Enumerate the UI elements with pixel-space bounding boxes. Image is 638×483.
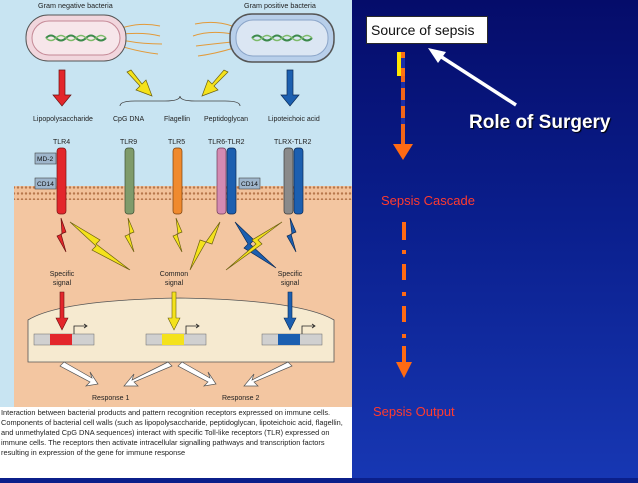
role-of-surgery-label: Role of Surgery bbox=[469, 112, 611, 133]
tlrx-receptor bbox=[283, 147, 294, 215]
signal-specific-left-1: Specific bbox=[50, 271, 75, 278]
ligand-label-peptidoglycan: Peptidoglycan bbox=[204, 116, 248, 123]
md2-box bbox=[34, 152, 57, 165]
signal-bolts bbox=[56, 217, 297, 271]
yellow-arrow-left bbox=[126, 69, 153, 97]
arrow-into-nucleus-yellow bbox=[167, 291, 181, 331]
response-arrows bbox=[59, 361, 293, 387]
arrow-into-nucleus-blue bbox=[283, 291, 297, 331]
sepsis-flow-arrow-upper bbox=[393, 52, 413, 160]
gram-positive-label: Gram positive bacteria bbox=[244, 1, 316, 10]
arrow-into-nucleus-red bbox=[55, 291, 69, 331]
signal-specific-right-2: signal bbox=[281, 280, 300, 287]
signal-labels: Specific signal Common signal Specific s… bbox=[50, 271, 303, 287]
ligand-labels: Lipopolysaccharide CpG DNA Flagellin Pep… bbox=[33, 116, 320, 123]
ligand-label-lps: Lipopolysaccharide bbox=[33, 116, 93, 123]
yellow-arrow-right bbox=[201, 69, 229, 97]
figure-caption: Interaction between bacterial products a… bbox=[1, 408, 343, 458]
receptor-label-tlr9: TLR9 bbox=[120, 139, 137, 146]
tlr-diagram: Gram negative bacteria Gram positive bac… bbox=[0, 0, 352, 407]
tlr9-receptor bbox=[124, 147, 135, 215]
tlr5-receptor bbox=[172, 147, 183, 215]
bolt-blue-1 bbox=[286, 217, 297, 253]
cell-membrane bbox=[14, 186, 352, 200]
cd14-label-right: CD14 bbox=[241, 181, 258, 188]
bolt-red bbox=[56, 217, 67, 253]
nucleus bbox=[27, 297, 335, 363]
bolt-yellow-1 bbox=[124, 217, 135, 253]
ligand-label-cpg: CpG DNA bbox=[113, 116, 144, 123]
md2-label: MD-2 bbox=[37, 156, 53, 163]
signal-common-1: Common bbox=[160, 271, 189, 278]
genes bbox=[33, 323, 323, 346]
blue-arrow-lta bbox=[280, 69, 300, 107]
cd14-label-left: CD14 bbox=[37, 181, 54, 188]
ligand-label-lta: Lipoteichoic acid bbox=[268, 116, 320, 123]
signal-specific-left-2: signal bbox=[53, 280, 72, 287]
ligand-label-flagellin: Flagellin bbox=[164, 116, 190, 123]
ligand-arrows bbox=[52, 69, 300, 107]
cd14-box-right bbox=[238, 177, 261, 190]
response-2-label: Response 2 bbox=[222, 395, 259, 402]
sepsis-flow-arrow-lower bbox=[396, 222, 412, 378]
sepsis-cascade-label: Sepsis Cascade bbox=[381, 193, 475, 208]
tlr4-receptor bbox=[56, 147, 67, 215]
bolt-yellow-5 bbox=[225, 221, 283, 271]
flow-arrowhead-upper bbox=[393, 144, 413, 160]
bolt-yellow-4 bbox=[189, 221, 221, 271]
receptor-label-tlr5: TLR5 bbox=[168, 139, 185, 146]
cd14-box-left bbox=[34, 177, 57, 190]
tlr2-receptor-a bbox=[226, 147, 237, 215]
gram-positive-bacterium bbox=[192, 13, 335, 63]
red-arrow-lps bbox=[52, 69, 72, 107]
receptors bbox=[56, 147, 304, 215]
signal-common-2: signal bbox=[165, 280, 184, 287]
source-of-sepsis-box: Source of sepsis bbox=[366, 16, 488, 44]
sepsis-output-label: Sepsis Output bbox=[373, 404, 455, 419]
receptor-label-tlr6-tlr2: TLR6-TLR2 bbox=[208, 139, 245, 146]
tlr6-receptor bbox=[216, 147, 227, 215]
receptor-labels: TLR4 TLR9 TLR5 TLR6-TLR2 TLRX-TLR2 bbox=[53, 139, 311, 146]
flow-arrowhead-lower bbox=[396, 362, 412, 378]
receptor-label-tlr4: TLR4 bbox=[53, 139, 70, 146]
tlr2-receptor-b bbox=[293, 147, 304, 215]
bolt-yellow-3 bbox=[69, 221, 131, 271]
gram-negative-bacterium bbox=[25, 14, 163, 62]
slide-background bbox=[352, 0, 638, 478]
signal-specific-right-1: Specific bbox=[278, 271, 303, 278]
bolt-yellow-2 bbox=[172, 217, 183, 253]
ligand-brace bbox=[119, 95, 241, 107]
surgery-arrow bbox=[428, 48, 517, 107]
tlr-figure: Gram negative bacteria Gram positive bac… bbox=[0, 0, 352, 478]
receptor-label-tlrx-tlr2: TLRX-TLR2 bbox=[274, 139, 311, 146]
response-1-label: Response 1 bbox=[92, 395, 129, 402]
gram-negative-label: Gram negative bacteria bbox=[38, 1, 113, 10]
